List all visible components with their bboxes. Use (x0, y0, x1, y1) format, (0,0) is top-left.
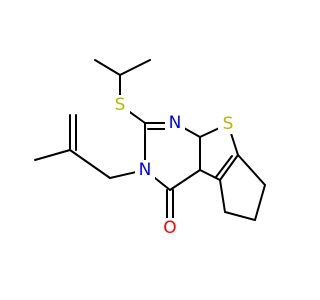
bond-ch2-c (69, 149, 111, 179)
bond-ch2-ch2-right (254, 184, 266, 221)
bond-isopropyl-methyl-right (119, 59, 151, 76)
thioether-sulfur-label: S (115, 95, 126, 115)
molecule-structure-diagram: S N N S O (34, 59, 266, 238)
bond-ch2-c3a (219, 179, 226, 213)
carbonyl-oxygen-label: O (163, 218, 176, 238)
bond-isopropyl-methyl-left (94, 59, 121, 76)
bond-c7a-c3a-inner (215, 155, 233, 178)
bond-c7a-c3a (219, 154, 239, 181)
thiophene-sulfur-label: S (223, 114, 234, 134)
atom-labels: S N N S O (110, 95, 238, 238)
bond-c7a-ch2 (237, 154, 266, 186)
bond-c4a-c4 (169, 169, 201, 191)
pyrimidine-nitrogen-upper-label: N (169, 113, 182, 133)
bond-c-methyl (34, 149, 71, 161)
bonds (34, 59, 266, 223)
bond-ch2-ch2-bottom (224, 211, 256, 221)
pyrimidine-nitrogen-lower-label: N (139, 160, 152, 180)
bond-c3a-c4a (199, 169, 221, 181)
